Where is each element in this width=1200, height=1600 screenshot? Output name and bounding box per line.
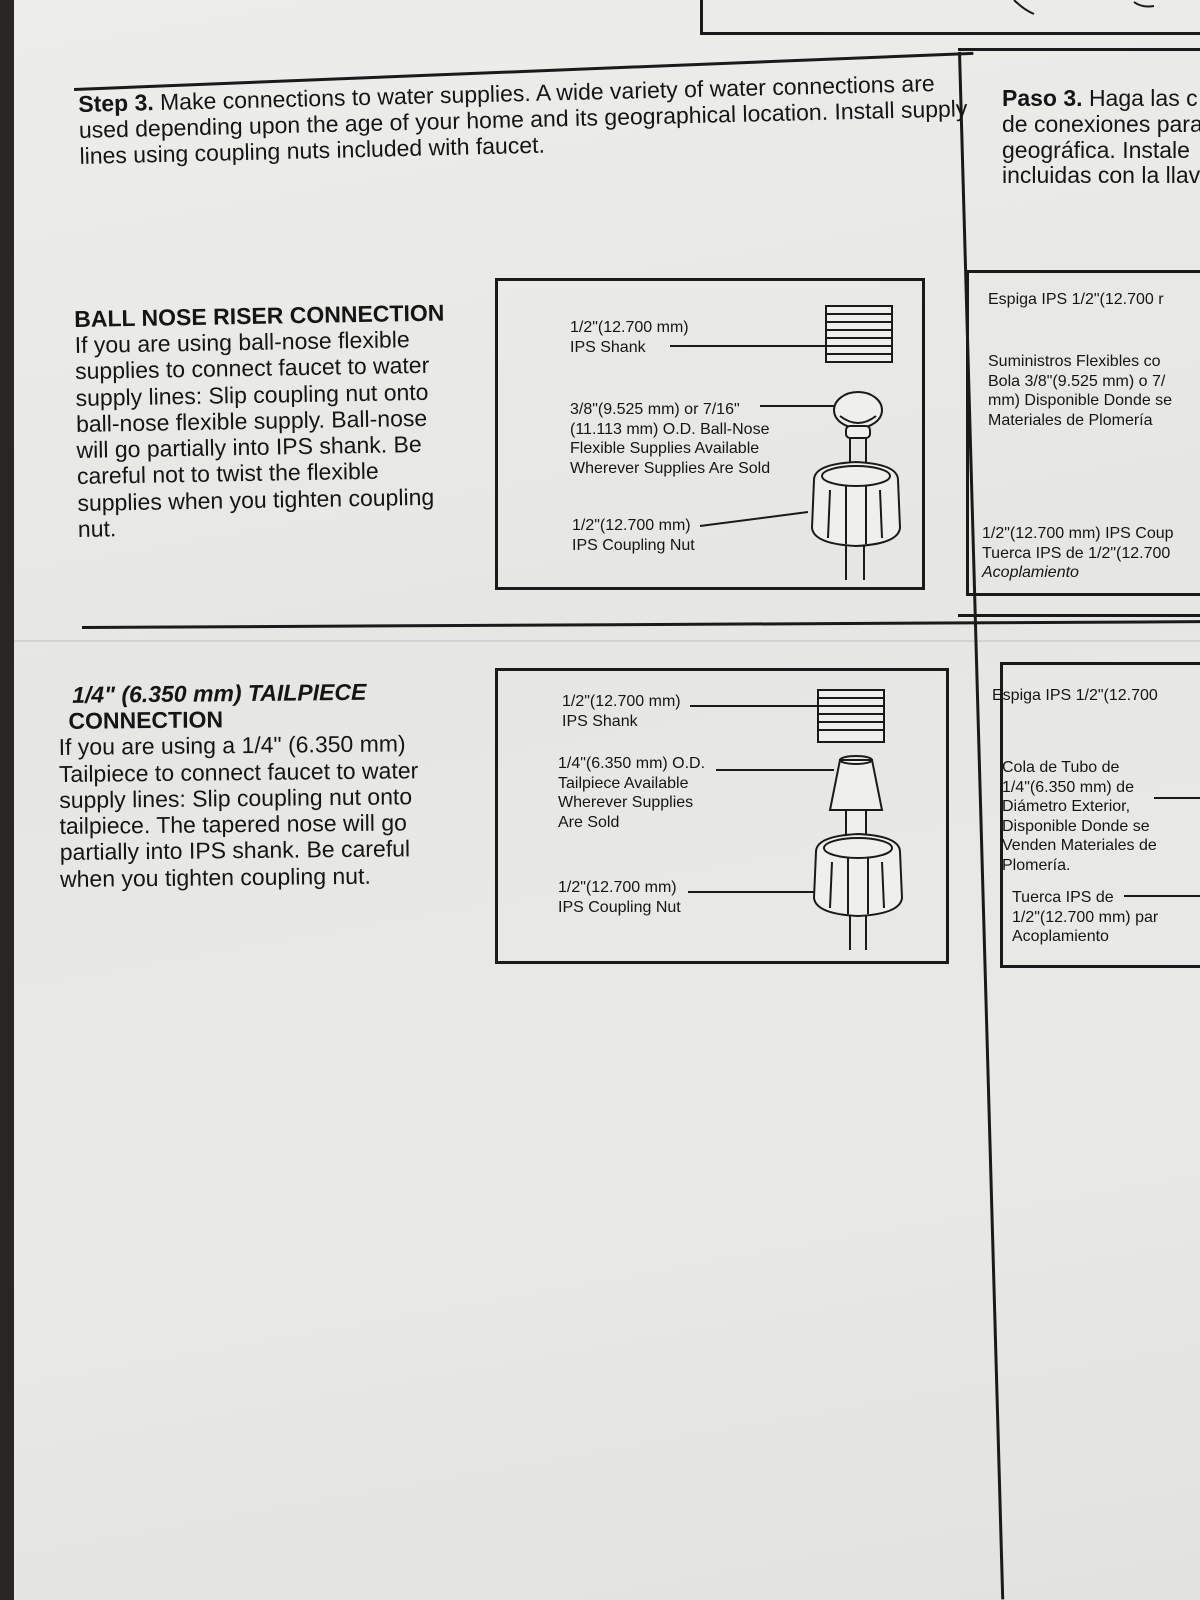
ball-nose-diagram bbox=[495, 278, 925, 590]
spanish-tail-6: Plomería. bbox=[1002, 856, 1071, 874]
shank-size-text: 1/2"(12.700 mm) bbox=[570, 319, 689, 336]
tapered-tailpiece-icon bbox=[828, 755, 884, 839]
tail-line-3: Wherever Supplies bbox=[558, 794, 694, 812]
shank-name-text: IPS Shank bbox=[570, 338, 646, 356]
shank-size-text: 1/2"(12.700 mm) bbox=[562, 693, 681, 710]
nut-leader-line bbox=[699, 511, 809, 527]
spanish-tail-2: 1/4"(6.350 mm) de bbox=[1002, 778, 1134, 796]
spanish-tnut-1: Tuerca IPS de bbox=[1012, 889, 1114, 906]
spanish-ball-nose-diagram bbox=[966, 270, 1200, 596]
spanish-nut-1: 1/2"(12.700 mm) IPS Coup bbox=[982, 525, 1174, 542]
supply-line-4: Wherever Supplies Are Sold bbox=[570, 459, 771, 477]
supply-line-2: (11.113 mm) O.D. Ball-Nose bbox=[570, 420, 770, 438]
spanish-tail-5: Venden Materiales de bbox=[1002, 837, 1157, 855]
tailpiece-diagram bbox=[495, 668, 949, 964]
shank-name-text: IPS Shank bbox=[562, 712, 638, 730]
spanish-supply-1: Suministros Flexibles co bbox=[988, 353, 1161, 370]
spanish-ball-supply: Suministros Flexibles co Bola 3/8"(9.525… bbox=[988, 352, 1172, 430]
ball-nose-supply-icon bbox=[833, 391, 883, 470]
spanish-supply-3: mm) Disponible Donde se bbox=[988, 392, 1173, 410]
paso3-line3: geográfica. Instale bbox=[1002, 136, 1190, 163]
ball-nose-nut-label: 1/2"(12.700 mm) IPS Coupling Nut bbox=[572, 516, 695, 555]
spanish-nut-3: Acoplamiento bbox=[982, 564, 1079, 582]
spanish-tail-4: Disponible Donde se bbox=[1002, 817, 1150, 835]
supply-line-1: 3/8"(9.525 mm) or 7/16" bbox=[570, 401, 740, 418]
nut-name-text: IPS Coupling Nut bbox=[558, 898, 681, 916]
spanish-tail-1: Cola de Tubo de bbox=[1002, 759, 1120, 776]
nut-size-text: 1/2"(12.700 mm) bbox=[558, 879, 677, 896]
paper-fold-crease bbox=[14, 640, 1200, 642]
spanish-tail-desc: Cola de Tubo de 1/4"(6.350 mm) de Diámet… bbox=[1002, 758, 1157, 875]
tailpiece-shank-label: 1/2"(12.700 mm) IPS Shank bbox=[562, 692, 681, 731]
spanish-supply-2: Bola 3/8"(9.525 mm) o 7/ bbox=[988, 372, 1166, 390]
ball-nose-supply-label: 3/8"(9.525 mm) or 7/16" (11.113 mm) O.D.… bbox=[570, 400, 770, 478]
spanish-tnut-3: Acoplamiento bbox=[1012, 928, 1109, 946]
spanish-supply-4: Materiales de Plomería bbox=[988, 411, 1153, 429]
spanish-tailpiece-diagram bbox=[1000, 662, 1200, 968]
paso3-line1: Haga las c bbox=[1088, 86, 1198, 111]
tail-line-2: Tailpiece Available bbox=[558, 774, 689, 792]
top-frame-stroke bbox=[1013, 0, 1035, 15]
tail-line-1: 1/4"(6.350 mm) O.D. bbox=[558, 755, 706, 772]
tailpiece-tail-label: 1/4"(6.350 mm) O.D. Tailpiece Available … bbox=[558, 754, 705, 832]
paso3-line4: incluidas con la llav bbox=[1002, 162, 1200, 189]
ips-shank-icon bbox=[825, 305, 893, 363]
tail-ips-shank-icon bbox=[817, 689, 885, 743]
nut-size-text: 1/2"(12.700 mm) bbox=[572, 517, 691, 534]
spanish-mid-rule bbox=[958, 614, 1200, 617]
nut-name-text: IPS Coupling Nut bbox=[572, 536, 695, 554]
tailpiece-nut-label: 1/2"(12.700 mm) IPS Coupling Nut bbox=[558, 878, 681, 917]
instruction-sheet: Step 3. Make connections to water suppli… bbox=[14, 0, 1200, 1600]
ball-nose-shank-label: 1/2"(12.700 mm) IPS Shank bbox=[570, 318, 689, 357]
supply-line-3: Flexible Supplies Available bbox=[570, 440, 760, 458]
spanish-ball-nut: 1/2"(12.700 mm) IPS Coup Tuerca IPS de 1… bbox=[982, 524, 1174, 583]
spanish-ball-shank: Espiga IPS 1/2"(12.700 r bbox=[988, 291, 1164, 308]
tail-line-4: Are Sold bbox=[558, 813, 620, 831]
coupling-nut-icon bbox=[810, 460, 902, 548]
paso3-line2: de conexiones para bbox=[1002, 110, 1200, 137]
tail-coupling-nut-icon bbox=[812, 832, 904, 918]
spanish-nut-2: Tuerca IPS de 1/2"(12.700 bbox=[982, 544, 1171, 562]
spanish-tail-nut: Tuerca IPS de 1/2"(12.700 mm) par Acopla… bbox=[1012, 888, 1158, 947]
top-frame-stroke-2 bbox=[1133, 1, 1155, 8]
spanish-tnut-2: 1/2"(12.700 mm) par bbox=[1012, 908, 1159, 926]
top-diagram-frame bbox=[700, 0, 1200, 35]
paso3-label: Paso 3. bbox=[1002, 86, 1083, 111]
plumbing-parts-drawing bbox=[670, 0, 1200, 950]
spanish-top-rule bbox=[958, 48, 1200, 51]
paso3-paragraph: Paso 3. Haga las c de conexiones para ge… bbox=[1002, 86, 1200, 189]
spanish-tail-3: Diámetro Exterior, bbox=[1002, 798, 1131, 816]
spanish-tail-shank: Espiga IPS 1/2"(12.700 bbox=[992, 687, 1158, 704]
